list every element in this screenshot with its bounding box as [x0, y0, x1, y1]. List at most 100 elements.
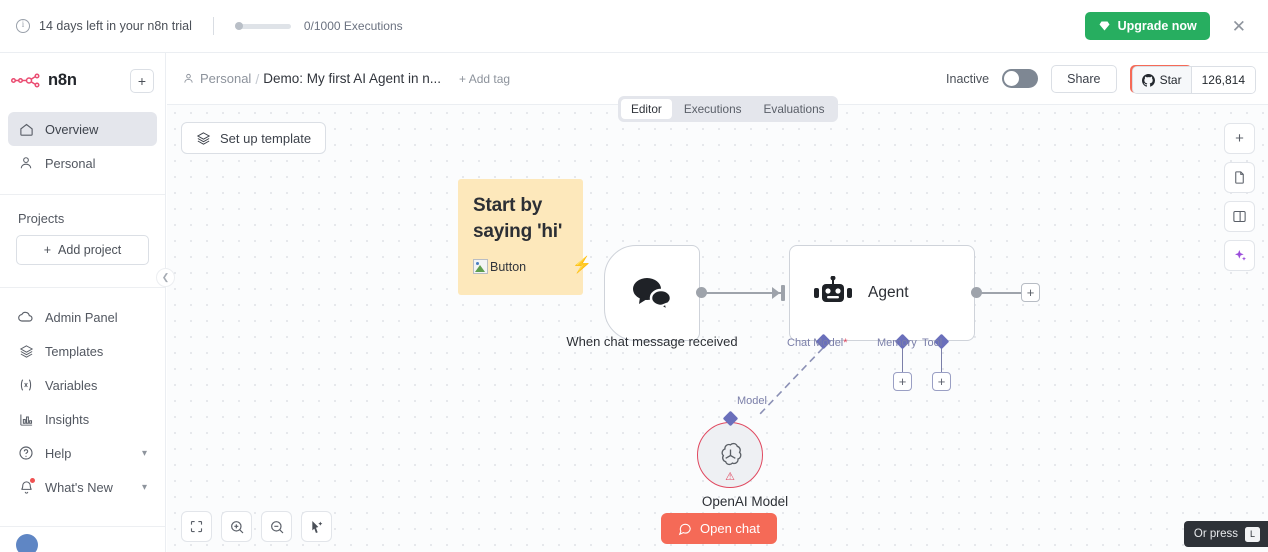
add-tool-button[interactable]: +: [932, 372, 951, 391]
trial-banner: 14 days left in your n8n trial 0/1000 Ex…: [0, 0, 1268, 53]
panel-icon: [1233, 210, 1246, 223]
connection-agent-to-add[interactable]: [981, 292, 1025, 294]
github-star-count: 126,814: [1191, 67, 1255, 93]
lightning-bolt-icon: ⚡: [572, 257, 592, 274]
sticky-note[interactable]: Start by saying 'hi' Button ⚡: [458, 179, 592, 295]
upgrade-now-button[interactable]: Upgrade now: [1084, 12, 1210, 40]
workflow-name[interactable]: Demo: My first AI Agent in n...: [263, 71, 442, 86]
diamond-icon: [1099, 21, 1110, 31]
n8n-logo-text: n8n: [48, 71, 77, 89]
breadcrumb[interactable]: Personal: [183, 71, 251, 86]
projects-heading: Projects: [18, 211, 65, 226]
ai-assistant-button[interactable]: [1224, 240, 1255, 271]
node-when-chat-message-received[interactable]: [604, 245, 700, 341]
sidebar-item-templates[interactable]: Templates: [8, 334, 157, 368]
sidebar-item-label: What's New: [45, 479, 113, 495]
openai-icon: [721, 442, 741, 465]
sidebar-item-admin-panel[interactable]: Admin Panel: [8, 300, 157, 334]
port-label-model: Model: [737, 395, 767, 407]
canvas-bottom-toolbar: [181, 511, 332, 542]
chat-bubbles-icon: [633, 278, 673, 311]
info-icon: [16, 19, 30, 33]
sidebar-user-section[interactable]: [0, 526, 165, 552]
connection-memory: [902, 345, 904, 375]
tab-evaluations[interactable]: Evaluations: [763, 102, 825, 116]
toggle-panel-button[interactable]: [1224, 201, 1255, 232]
zoom-to-fit-button[interactable]: [181, 511, 212, 542]
add-node-after-agent-button[interactable]: +: [1021, 283, 1040, 302]
trial-banner-left: 14 days left in your n8n trial 0/1000 Ex…: [16, 17, 403, 35]
add-tag-button[interactable]: + Add tag: [459, 71, 511, 86]
agent-input-arrow: [772, 287, 780, 299]
question-circle-icon: [18, 445, 34, 461]
tooltip-text: Or press: [1193, 528, 1238, 540]
broken-image-alt-text: Button: [490, 259, 527, 274]
warning-triangle-icon: ⚠: [725, 471, 735, 483]
port-chat-model-text: Chat Model: [787, 337, 844, 349]
variable-icon: [18, 377, 34, 393]
chevron-down-icon: ▾: [141, 447, 147, 459]
tidy-up-button[interactable]: [301, 511, 332, 542]
add-project-button[interactable]: + Add project: [16, 235, 149, 265]
node-openai-model[interactable]: ⚠: [697, 422, 763, 488]
sidebar-item-variables[interactable]: Variables: [8, 368, 157, 402]
n8n-logo[interactable]: n8n: [11, 71, 77, 90]
add-memory-button[interactable]: +: [893, 372, 912, 391]
connection-trigger-to-agent[interactable]: [706, 292, 782, 294]
agent-output-dot[interactable]: [971, 287, 982, 298]
port-label-tool: Tool: [922, 337, 943, 349]
sidebar-item-help[interactable]: Help ▾: [8, 436, 157, 470]
required-marker: *: [843, 337, 848, 349]
github-star-label: Star: [1159, 73, 1182, 87]
sidebar-secondary-nav: Admin Panel Templates Variables: [0, 288, 165, 508]
activation-state-label: Inactive: [946, 71, 990, 86]
sidebar-item-whats-new[interactable]: What's New ▾: [8, 470, 157, 504]
executions-count: 0/1000 Executions: [303, 19, 403, 33]
close-icon[interactable]: ✕: [1231, 16, 1246, 36]
sidebar-item-personal[interactable]: Personal: [8, 146, 157, 180]
sidebar-item-insights[interactable]: Insights: [8, 402, 157, 436]
add-sticky-note-button[interactable]: [1224, 162, 1255, 193]
executions-progress: 0/1000 Executions: [234, 19, 403, 33]
share-button[interactable]: Share: [1051, 64, 1117, 93]
person-icon: [184, 73, 193, 83]
trial-banner-right: Upgrade now ✕: [1084, 12, 1252, 40]
sidebar-item-label: Insights: [45, 411, 90, 427]
trigger-output-dot[interactable]: [696, 287, 707, 298]
tab-executions[interactable]: Executions: [683, 102, 742, 116]
zoom-in-button[interactable]: [221, 511, 252, 542]
sparkle-icon: [1234, 249, 1246, 261]
set-up-template-label: Set up template: [220, 130, 312, 146]
sidebar-item-overview[interactable]: Overview: [8, 112, 157, 146]
add-node-button[interactable]: +: [1224, 123, 1255, 154]
github-star-widget[interactable]: Star 126,814: [1131, 66, 1256, 94]
sidebar-collapse-toggle[interactable]: ❮: [156, 268, 175, 287]
create-new-button[interactable]: +: [130, 68, 154, 93]
node-agent[interactable]: Agent: [789, 245, 975, 341]
agent-input-port[interactable]: [781, 285, 785, 301]
zoom-out-icon: [270, 520, 283, 533]
plus-icon: +: [43, 243, 52, 257]
port-label-memory: Memory: [877, 337, 917, 349]
zoom-in-icon: [230, 520, 243, 533]
open-chat-button[interactable]: Open chat: [661, 513, 777, 544]
node-label-agent: Agent: [868, 284, 909, 301]
zoom-out-button[interactable]: [261, 511, 292, 542]
sidebar-projects-section: Projects + Add project: [0, 195, 165, 265]
keyboard-shortcut-tooltip: Or press L: [1183, 521, 1268, 547]
sidebar-item-label: Personal: [45, 155, 96, 171]
connection-tool: [941, 345, 943, 375]
progress-bar: [234, 22, 291, 30]
template-icon: [196, 131, 211, 145]
avatar[interactable]: [16, 534, 38, 552]
sidebar-item-label: Variables: [45, 377, 98, 393]
github-icon: [1141, 73, 1155, 87]
github-star-button[interactable]: Star: [1132, 67, 1192, 93]
activation-toggle[interactable]: [1002, 69, 1039, 88]
port-label-chat-model: Chat Model*: [787, 337, 848, 349]
workflow-canvas[interactable]: Set up template Start by saying 'hi' But…: [167, 105, 1268, 552]
tab-editor[interactable]: Editor: [621, 99, 672, 119]
sidebar-divider-2: [0, 287, 165, 288]
open-chat-label: Open chat: [700, 521, 760, 536]
set-up-template-button[interactable]: Set up template: [181, 122, 327, 154]
